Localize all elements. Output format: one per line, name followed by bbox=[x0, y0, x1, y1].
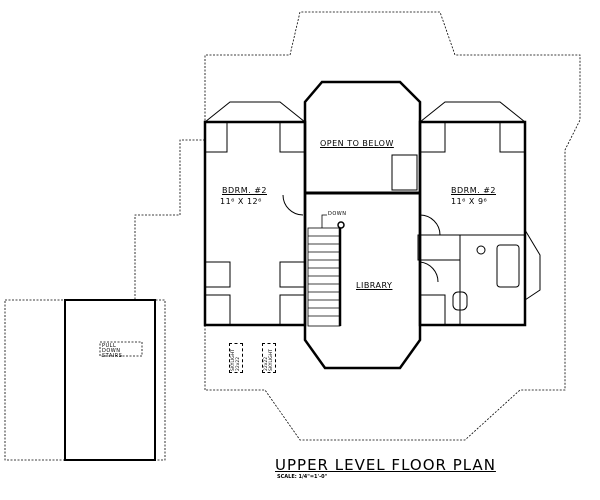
skylight-label-1: SKYLIGHT 22x22 bbox=[229, 343, 243, 373]
walls bbox=[64, 80, 541, 461]
center-walls bbox=[303, 80, 422, 370]
room-label-library: LIBRARY bbox=[356, 281, 393, 290]
stair-down-label: DOWN bbox=[328, 211, 347, 217]
roof-outline bbox=[4, 11, 581, 461]
closets-and-bays bbox=[204, 101, 526, 326]
room-size-right-bedroom: 11⁶ X 9⁶ bbox=[451, 197, 488, 206]
stairs bbox=[307, 214, 345, 327]
plan-scale: SCALE: 1/4"=1'-0" bbox=[277, 474, 328, 480]
room-label-open-to-below: OPEN TO BELOW bbox=[320, 139, 394, 148]
room-label-right-bedroom: BDRM. #2 bbox=[451, 186, 496, 195]
room-size-left-bedroom: 11⁶ X 12⁶ bbox=[220, 197, 262, 206]
skylight-label-2: 22x22 SKYLIGHT bbox=[262, 343, 276, 373]
room-label-left-bedroom: BDRM. #2 bbox=[222, 186, 267, 195]
pull-down-stairs-box bbox=[99, 341, 143, 357]
pull-down-stairs-label: PULL DOWN STAIRS bbox=[102, 343, 123, 359]
garage-wall bbox=[64, 299, 156, 461]
garage-roof-outline bbox=[4, 299, 166, 461]
plan-title: UPPER LEVEL FLOOR PLAN bbox=[275, 456, 496, 474]
